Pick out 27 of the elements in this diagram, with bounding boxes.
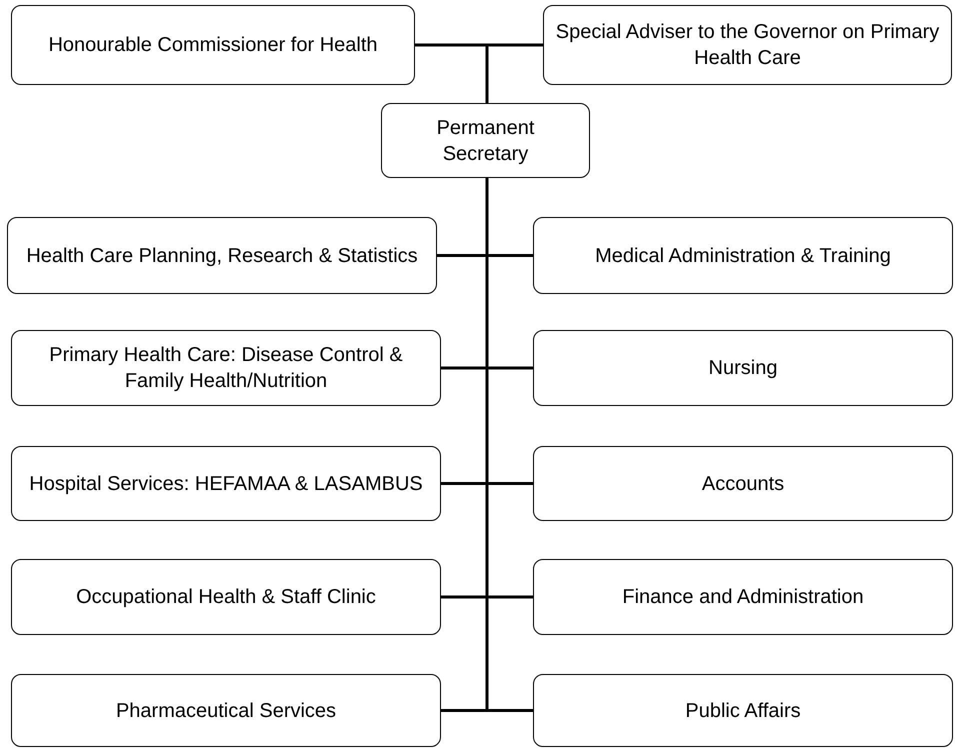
box-label: Special Adviser to the Governor on Primary Health Care <box>554 20 940 71</box>
org-box <box>11 446 441 521</box>
org-box <box>381 103 590 178</box>
org-box <box>11 330 441 406</box>
box-label: Finance and Administration <box>622 585 864 610</box>
org-box <box>11 5 415 85</box>
box-label: Medical Administration & Training <box>595 244 891 268</box>
box-label: Honourable Commissioner for Health <box>48 33 378 58</box>
org-box <box>533 674 953 747</box>
box-label: Hospital Services: HEFAMAA & LASAMBUS <box>29 472 423 496</box>
org-box <box>533 446 953 521</box>
org-box <box>533 559 953 635</box>
org-box <box>533 217 953 294</box>
box-label: Pharmaceutical Services <box>116 698 336 724</box>
org-box <box>7 217 437 294</box>
box-label: Occupational Health & Staff Clinic <box>76 585 376 610</box>
org-box <box>533 330 953 406</box>
org-box <box>543 5 952 85</box>
connector-line <box>486 44 543 103</box>
box-label: Accounts <box>702 472 784 496</box>
box-label: Public Affairs <box>685 698 801 724</box>
box-label: Permanent Secretary <box>436 116 536 166</box>
org-box <box>11 674 441 747</box>
box-label: Nursing <box>708 356 778 381</box>
box-label: Primary Health Care: Disease Control & Family Health/Nutrition <box>48 343 404 394</box>
org-box <box>11 559 441 635</box>
box-label: Health Care Planning, Research & Statistics <box>26 244 418 268</box>
